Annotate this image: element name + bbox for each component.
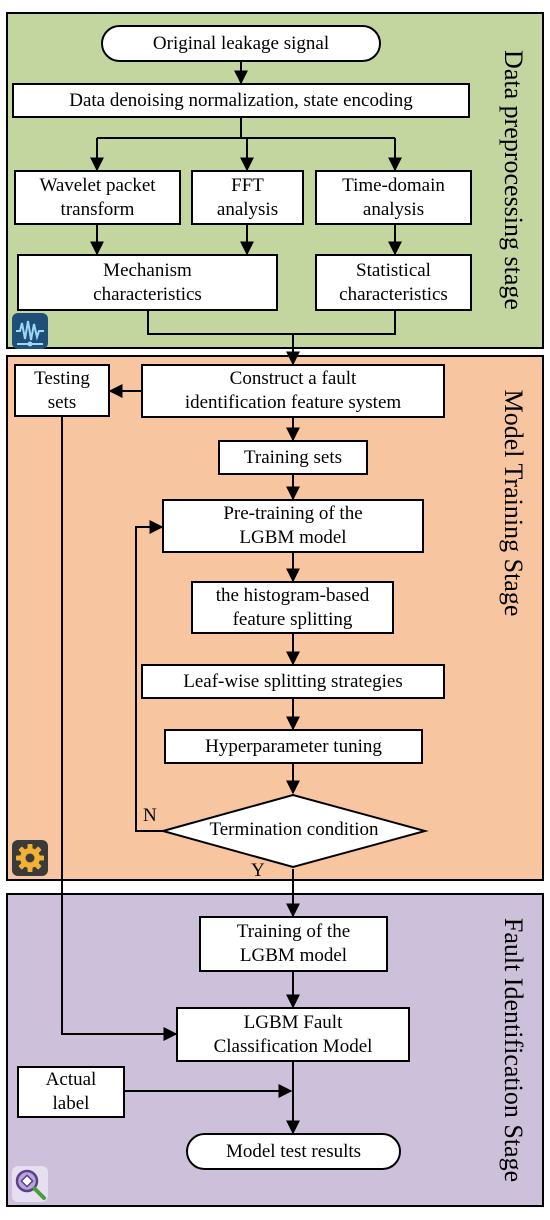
node-actual-label: Actual label (17, 1066, 125, 1118)
node-testing-sets: Testing sets (14, 364, 110, 417)
node-fft: FFT analysis (191, 170, 304, 225)
termination-diamond (159, 793, 429, 869)
node-denoise: Data denoising normalization, state enco… (12, 83, 470, 118)
node-histogram: the histogram-based feature splitting (191, 581, 394, 634)
node-wavelet: Wavelet packet transform (14, 170, 181, 225)
node-classification-model: LGBM Fault Classification Model (176, 1007, 410, 1062)
waveform-icon (12, 313, 48, 349)
node-timedomain: Time-domain analysis (315, 170, 472, 225)
arrow-testing-to-classification (61, 417, 178, 1041)
termination-label: Termination condition (209, 819, 379, 840)
branch-label-yes: Y (251, 860, 265, 881)
loop-back-arrow (135, 520, 164, 832)
node-mechanism: Mechanism characteristics (17, 254, 278, 311)
node-statistical: Statistical characteristics (315, 254, 472, 311)
node-original-signal: Original leakage signal (101, 25, 381, 62)
node-training-lgbm: Training of the LGBM model (199, 916, 388, 972)
node-test-results: Model test results (186, 1133, 401, 1170)
node-hyperparameter: Hyperparameter tuning (164, 729, 423, 764)
node-construct: Construct a fault identification feature… (141, 364, 445, 418)
node-leafwise: Leaf-wise splitting strategies (141, 664, 445, 699)
magnifier-icon (12, 1166, 48, 1202)
node-training-sets: Training sets (218, 440, 368, 475)
branch-label-no: N (143, 805, 157, 826)
node-pretraining: Pre-training of the LGBM model (162, 499, 424, 553)
line-merge-features (147, 311, 396, 335)
gear-icon (12, 840, 48, 876)
